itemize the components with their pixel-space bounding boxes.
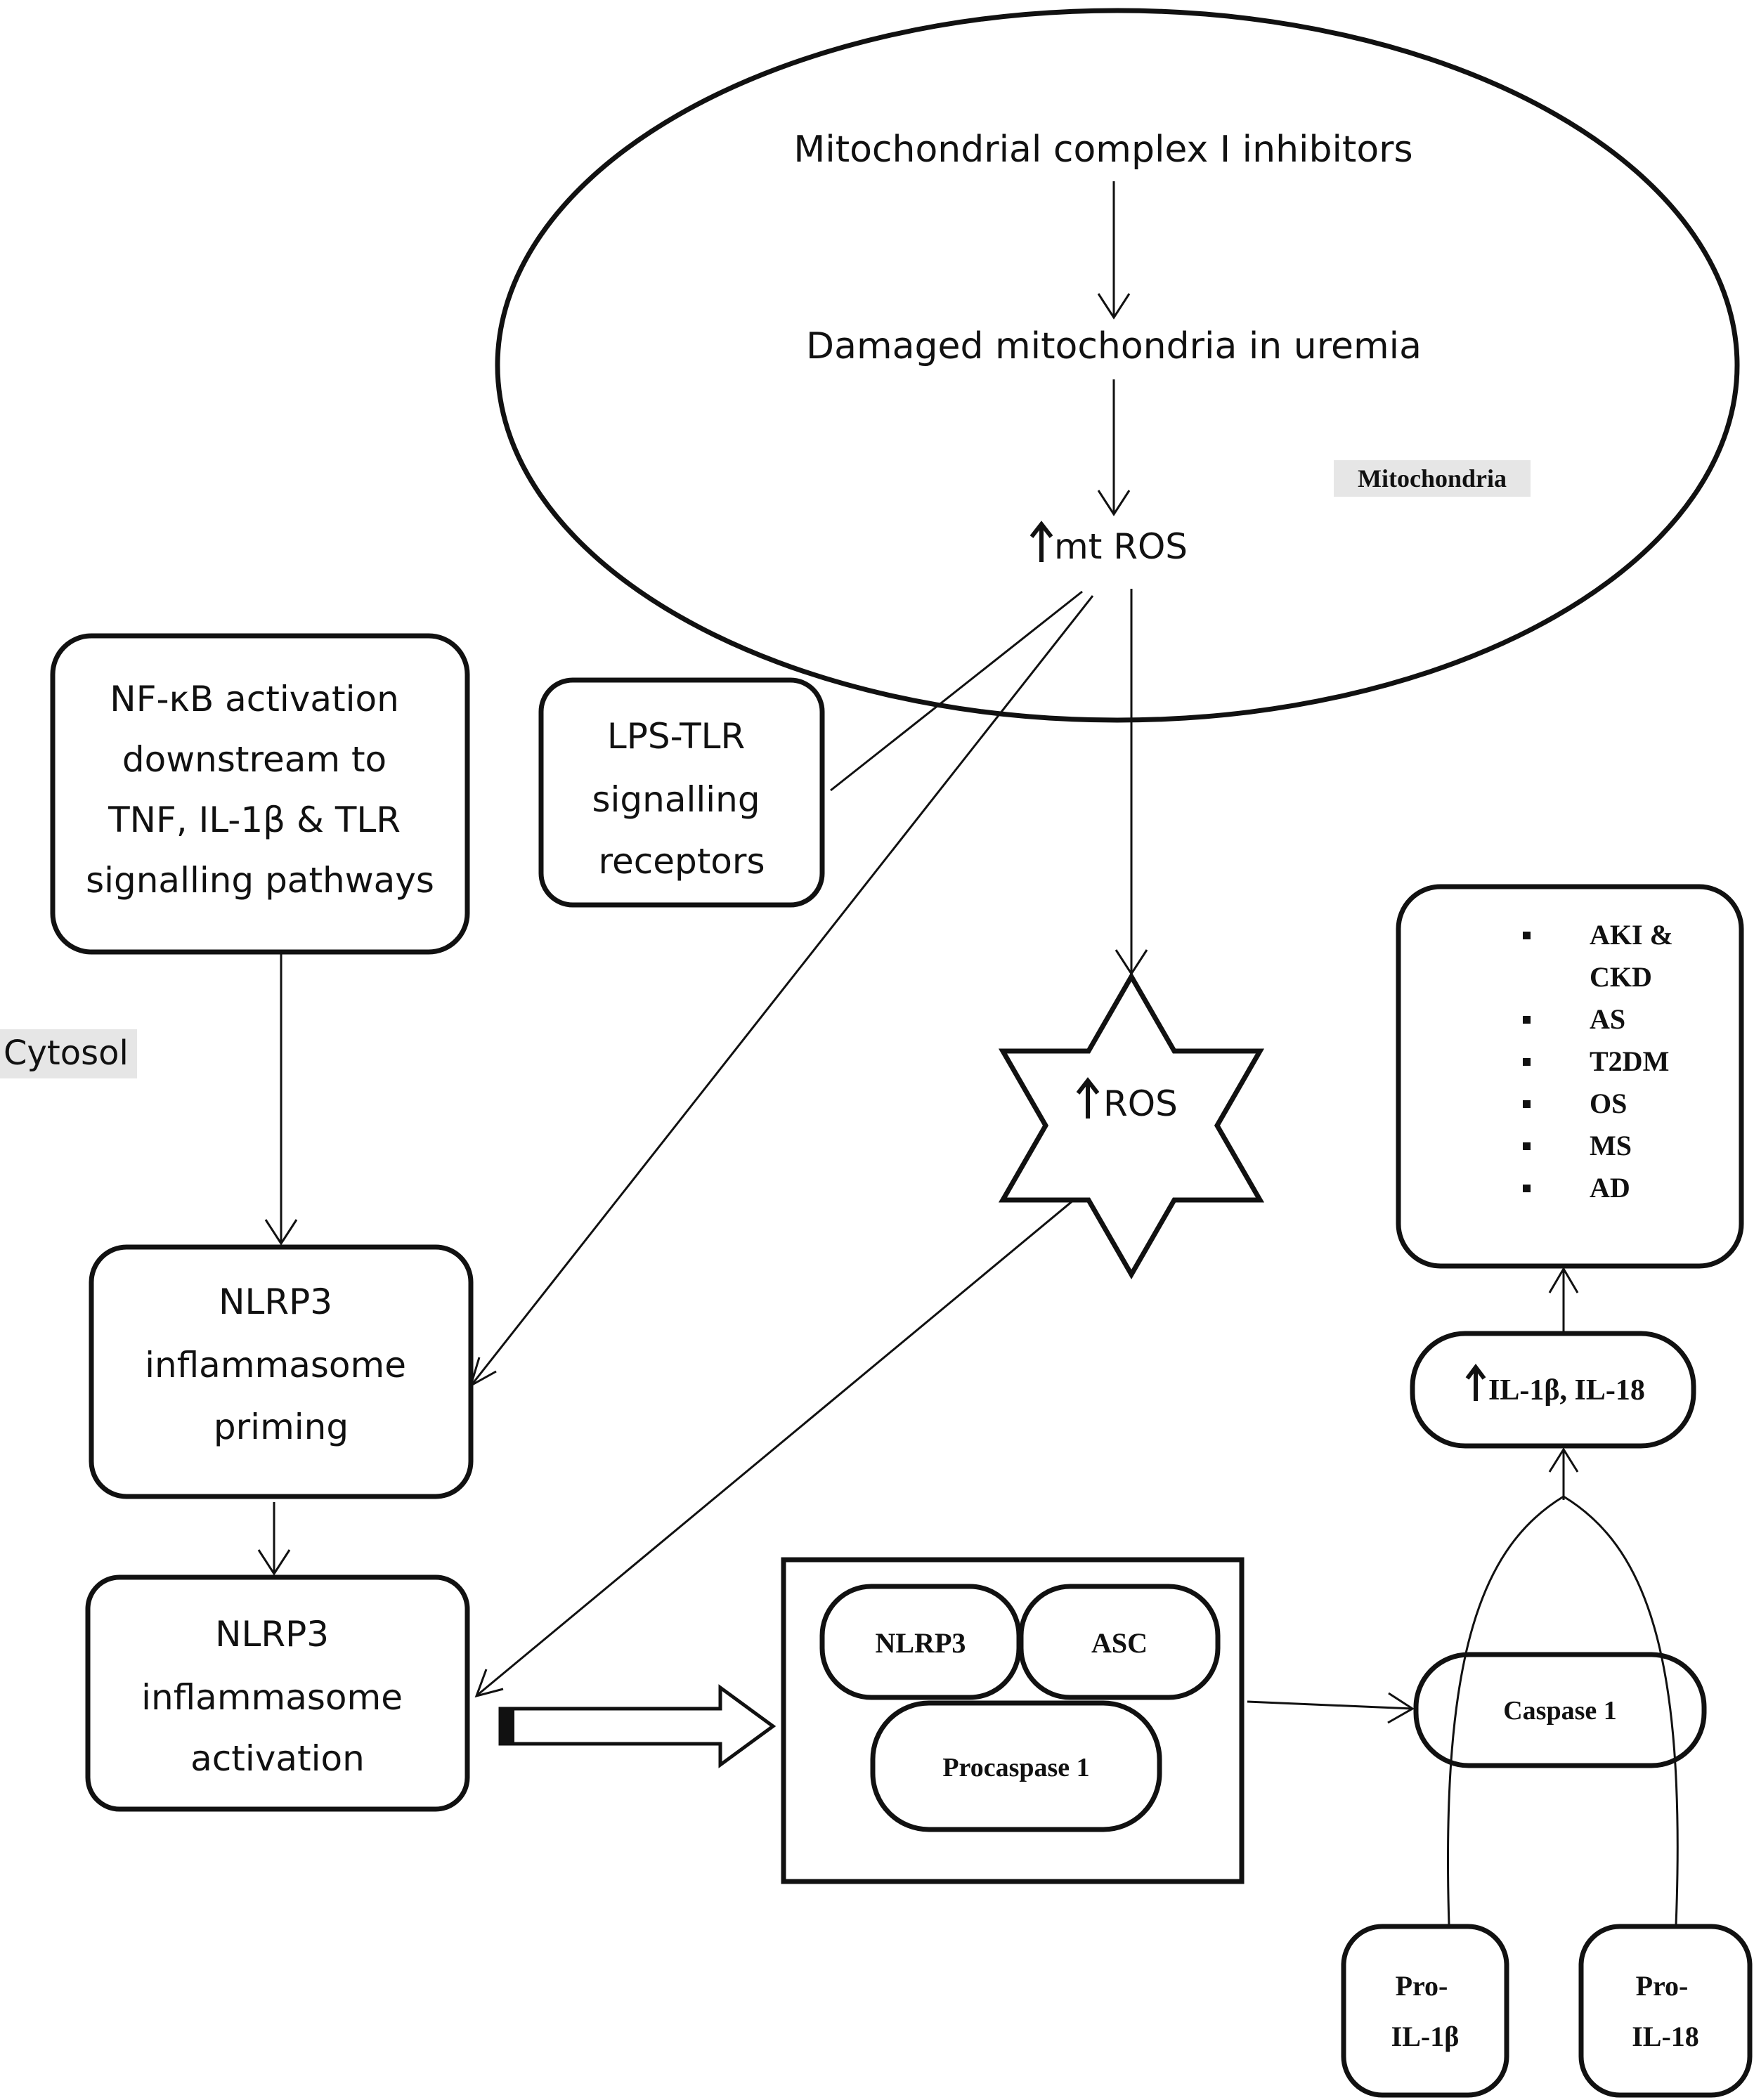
arrow-priming-to-activation [257, 1502, 291, 1576]
arrow-nfkb-to-priming [264, 954, 298, 1246]
arrow-inhibitors-to-damaged [1097, 181, 1131, 320]
mitochondria-label: Mitochondria [1358, 464, 1507, 493]
cytosol-label-highlight [0, 1029, 137, 1078]
nlrp3-priming-text: NLRP3 inflammasome priming [145, 1281, 417, 1447]
arrow-ros-to-activation [474, 1199, 1074, 1698]
mitochondria-label-highlight [1334, 460, 1531, 497]
link-mtros-to-lps [830, 590, 1083, 792]
ros-star-label: ROS [1076, 1077, 1178, 1124]
complex-asc-text: ASC [1091, 1627, 1148, 1659]
diseases-box [1396, 884, 1744, 1269]
up-arrow-icon [1465, 1364, 1486, 1401]
disease-item: AKI & [1590, 919, 1673, 951]
bullet-icon [1523, 1142, 1531, 1150]
cytosol-label: Cytosol [4, 1033, 129, 1073]
mt-ros-node: mt ROS [1029, 521, 1188, 567]
mitochondrial-inhibitors-text: Mitochondrial complex I inhibitors [793, 129, 1412, 171]
disease-item: AD [1590, 1172, 1630, 1204]
disease-item: AS [1590, 1003, 1625, 1035]
disease-item: CKD [1590, 961, 1652, 993]
caspase-1-text: Caspase 1 [1503, 1696, 1617, 1726]
nlrp3-activation-text: NLRP3 inflammasome activation [141, 1614, 414, 1779]
bullet-icon [1523, 1058, 1531, 1066]
lps-tlr-box [538, 677, 825, 908]
block-arrow-activation-to-complex [498, 1684, 777, 1768]
il-output-text: IL-1β, IL-18 [1488, 1374, 1645, 1407]
nlrp3-priming-box [89, 1244, 474, 1499]
damaged-mitochondria-text: Damaged mitochondria in uremia [806, 325, 1422, 367]
mt-ros-text: mt ROS [1054, 526, 1188, 567]
disease-item: T2DM [1590, 1045, 1669, 1077]
il-output-pill [1410, 1331, 1696, 1449]
complex-procaspase-text: Procaspase 1 [942, 1753, 1089, 1782]
arrow-il-to-diseases [1548, 1267, 1579, 1331]
arrow-damaged-to-mtros [1097, 379, 1131, 516]
disease-item: MS [1590, 1130, 1632, 1161]
complex-asc-pill [1018, 1584, 1221, 1700]
pro-il18-text: Pro- IL-18 [1632, 1970, 1699, 2052]
up-arrow-icon [1076, 1077, 1100, 1119]
nfkb-text: NF-κB activation downstream to TNF, IL-1… [86, 679, 434, 901]
il-output-label: IL-1β, IL-18 [1465, 1364, 1645, 1407]
nlrp3-activation-box [85, 1574, 470, 1812]
complex-nlrp3-text: NLRP3 [876, 1627, 966, 1659]
arrow-complex-to-caspase [1247, 1692, 1415, 1724]
disease-item: OS [1590, 1088, 1627, 1119]
mitochondria-ellipse [495, 8, 1740, 723]
bullet-icon [1523, 932, 1531, 939]
bullet-icon [1523, 1185, 1531, 1192]
complex-procaspase-pill [870, 1700, 1162, 1832]
pro-il1b-text: Pro- IL-1β [1391, 1970, 1460, 2052]
pro-il18-box [1578, 1924, 1753, 2098]
lps-tlr-text: LPS-TLR signalling receptors [592, 716, 771, 882]
diseases-list: AKI & CKD AS T2DM OS MS AD [1523, 919, 1673, 1204]
pro-il1b-box [1341, 1924, 1509, 2098]
path-pro-il1b-to-il [1447, 1495, 1564, 1926]
up-arrow-icon [1029, 521, 1053, 562]
bullet-icon [1523, 1100, 1531, 1108]
path-pro-il18-to-il [1563, 1495, 1679, 1926]
nfkb-activation-box [50, 633, 470, 955]
ros-star [998, 971, 1265, 1280]
ros-text: ROS [1103, 1083, 1178, 1124]
bullet-icon [1523, 1016, 1531, 1024]
caspase-1-pill [1413, 1652, 1707, 1768]
arrow-caspase-to-il [1548, 1447, 1579, 1500]
